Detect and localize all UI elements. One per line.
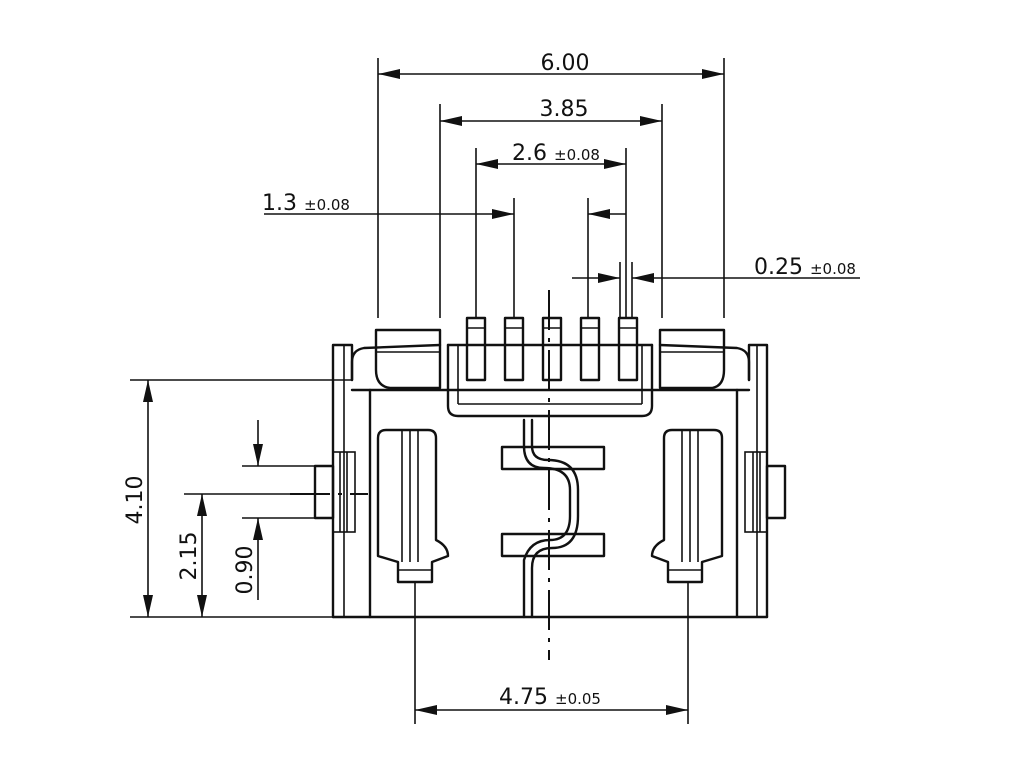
dim-pin-pitch-label: 1.3 ±0.08: [262, 191, 350, 216]
center-contact: [500, 418, 606, 619]
contact-pins: [465, 316, 639, 382]
dim-height-tab-label: 0.90: [233, 546, 258, 595]
side-clip-left: [313, 451, 356, 533]
mounting-post-left: [376, 428, 450, 584]
dimension-labels: 6.00 3.85 2.6 ±0.08 1.3 ±0.08 0.25 ±0.08…: [123, 51, 856, 710]
side-clip-right: [744, 451, 787, 533]
dim-post-spacing-label: 4.75 ±0.05: [499, 685, 601, 710]
dim-pin-width-label: 0.25 ±0.08: [754, 255, 856, 280]
dim-width-outer-label: 3.85: [540, 97, 589, 122]
dimension-lines: [130, 58, 860, 724]
mounting-post-right: [650, 428, 724, 584]
dim-width-total-label: 6.00: [541, 51, 590, 76]
connector-body: [331, 328, 769, 619]
dim-height-total-label: 4.10: [123, 476, 148, 525]
dim-height-mid-label: 2.15: [177, 532, 202, 581]
dim-pin-span-label: 2.6 ±0.08: [512, 141, 600, 166]
